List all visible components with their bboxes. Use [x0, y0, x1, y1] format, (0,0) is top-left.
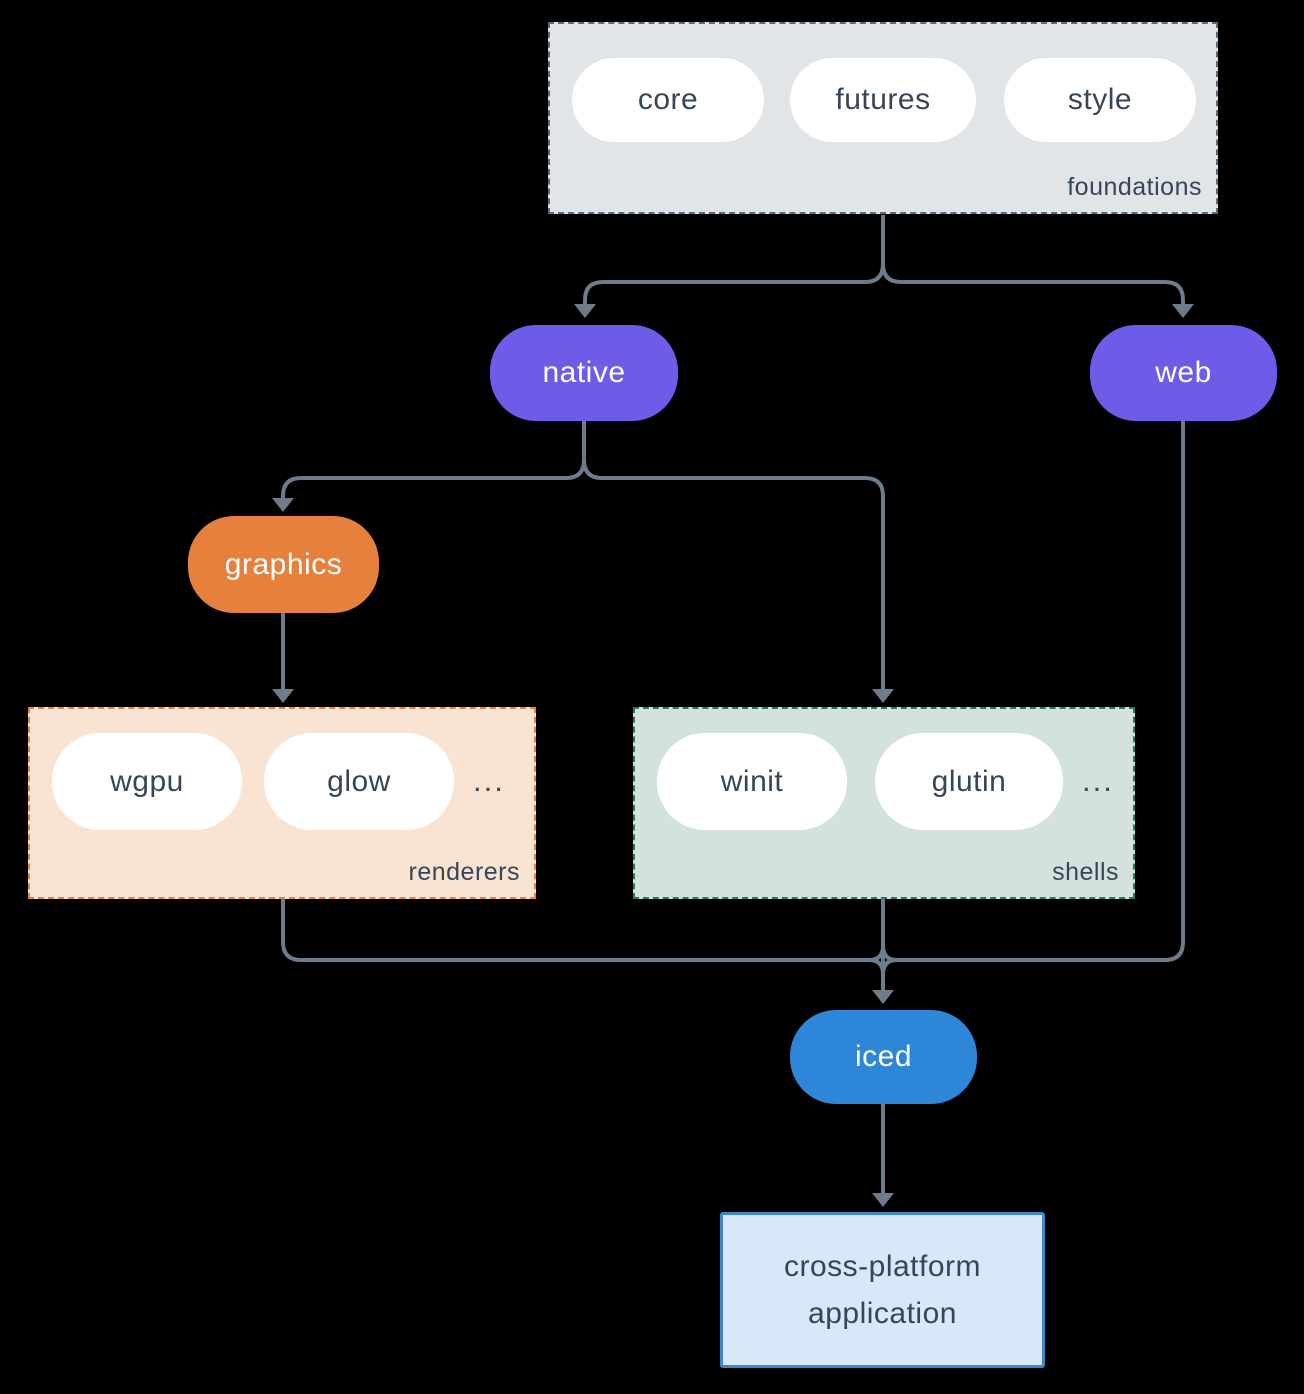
node-glow: glow [264, 733, 454, 830]
node-graphics-label: graphics [224, 547, 343, 581]
edge-web-merge [897, 421, 1185, 962]
foundations-group-box: core futures style foundations [548, 22, 1218, 214]
node-core-label: core [637, 83, 699, 116]
renderers-group-label: renderers [408, 858, 520, 886]
node-style: style [1004, 58, 1196, 142]
node-iced: iced [790, 1010, 977, 1104]
node-core: core [572, 58, 764, 142]
arrowhead-application [872, 1193, 894, 1207]
shells-group-box: winit glutin ... shells [633, 707, 1135, 899]
edge-renderers-merge [281, 899, 869, 962]
edge-native-shells [582, 421, 885, 689]
arrowhead-renderers [272, 689, 294, 703]
node-glutin-label: glutin [931, 764, 1007, 798]
node-futures-label: futures [835, 83, 931, 116]
node-native: native [490, 325, 678, 421]
node-wgpu-label: wgpu [110, 764, 184, 798]
node-glutin: glutin [875, 733, 1063, 830]
edge-foundations-native [583, 215, 885, 304]
node-wgpu: wgpu [52, 733, 242, 830]
node-glow-label: glow [327, 764, 391, 798]
renderers-ellipsis: ... [473, 763, 505, 798]
renderers-group-box: wgpu glow ... renderers [28, 707, 536, 899]
node-style-label: style [1067, 83, 1133, 116]
foundations-group-label: foundations [1067, 173, 1202, 201]
merge-junction-fillets [868, 945, 898, 975]
node-winit-label: winit [720, 764, 784, 798]
shells-ellipsis: ... [1082, 763, 1114, 798]
node-graphics: graphics [188, 516, 379, 613]
arrowhead-iced [872, 990, 894, 1004]
node-web: web [1090, 325, 1277, 421]
arrowhead-native [574, 304, 596, 318]
application-label-line2: application [808, 1297, 957, 1330]
node-futures: futures [790, 58, 976, 142]
node-winit: winit [657, 733, 847, 830]
arrowhead-web [1172, 304, 1194, 318]
node-native-label: native [542, 356, 626, 389]
node-web-label: web [1155, 356, 1212, 389]
node-iced-label: iced [854, 1040, 913, 1073]
arrowhead-shells [872, 689, 894, 703]
arrowhead-graphics [272, 498, 294, 512]
edge-native-graphics [281, 421, 586, 498]
application-label-line1: cross-platform [783, 1250, 982, 1283]
shells-group-label: shells [1052, 858, 1119, 886]
edge-foundations-web [881, 215, 1185, 304]
node-cross-platform-application: cross-platform application [720, 1212, 1045, 1368]
